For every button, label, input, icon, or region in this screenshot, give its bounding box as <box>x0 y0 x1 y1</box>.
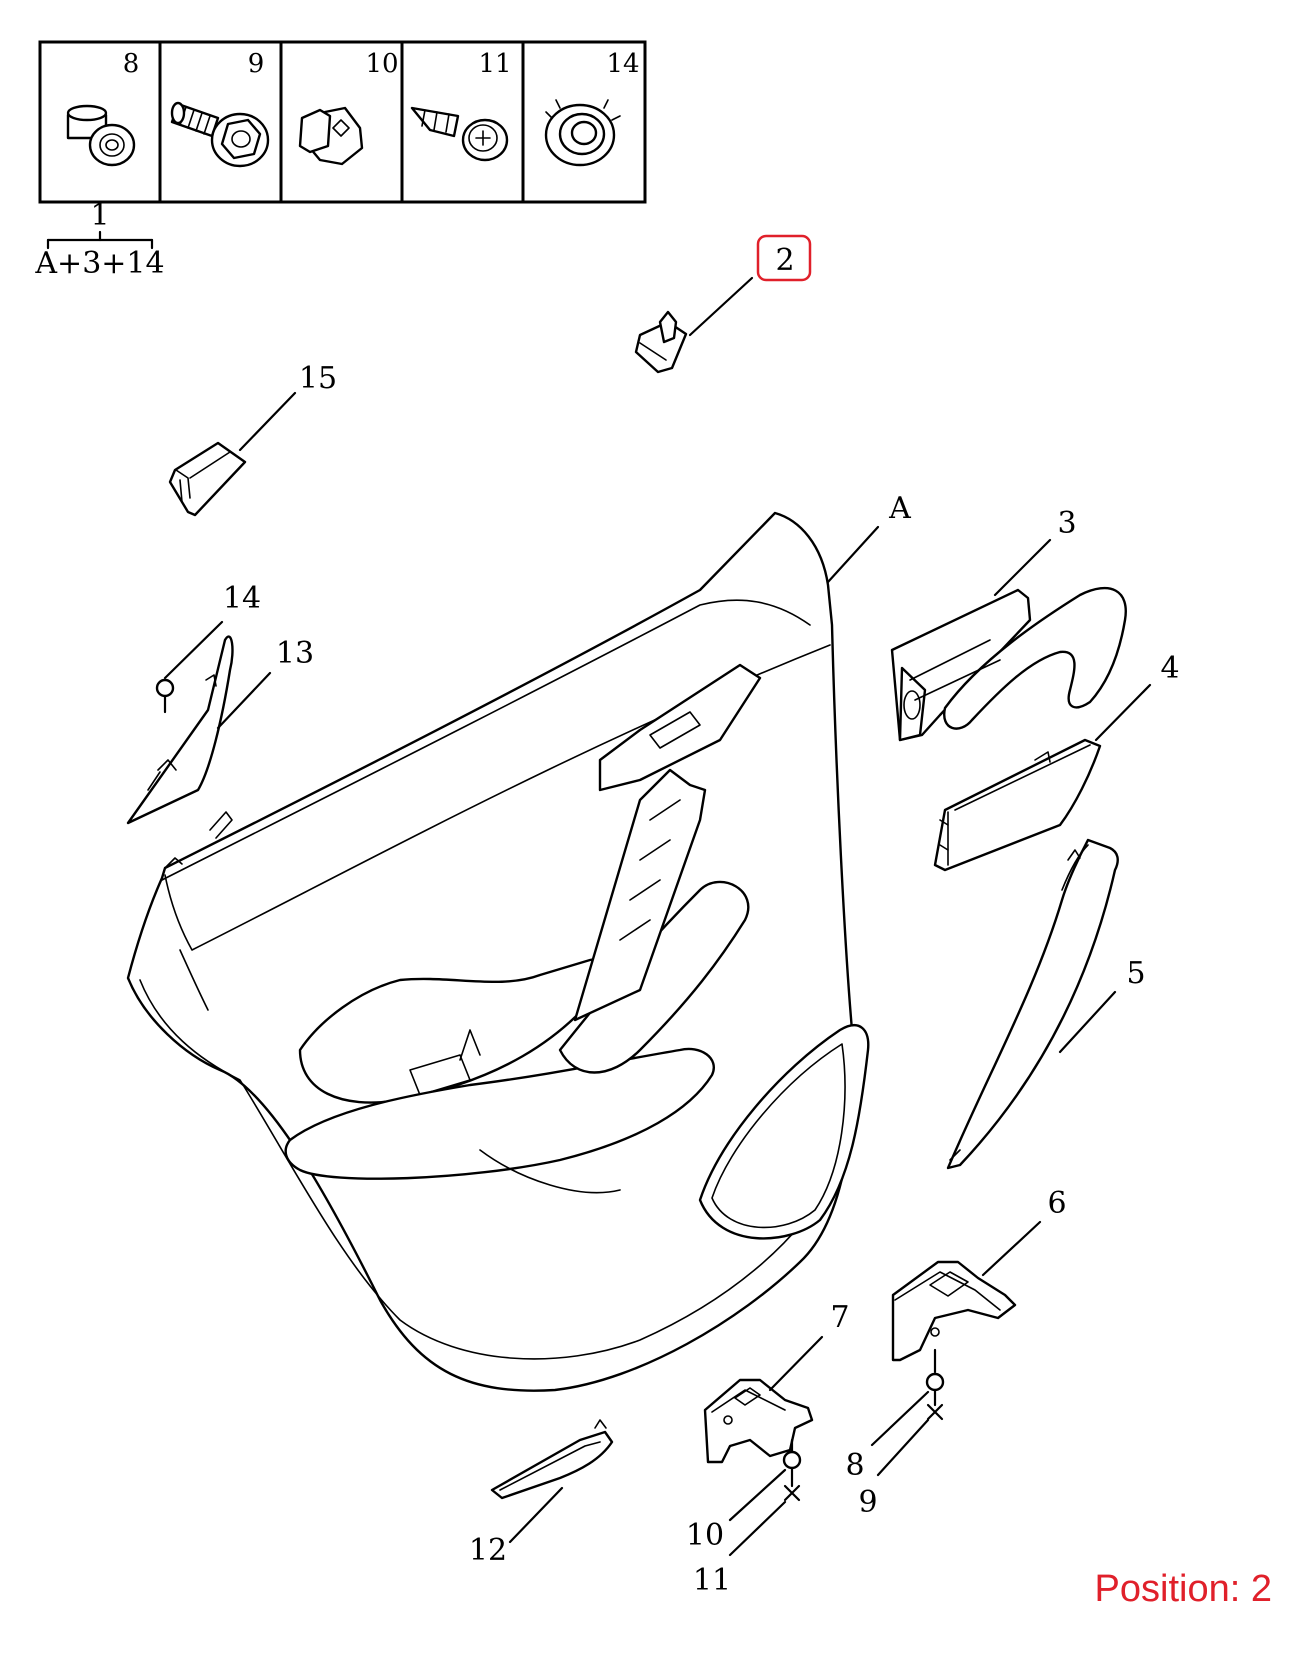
assembly-contents: A+3+14 <box>34 246 164 281</box>
tapping-screw-icon <box>410 106 509 162</box>
callout-14[interactable]: 14 <box>223 581 261 616</box>
door-trim-panel-a[interactable] <box>126 511 870 1392</box>
kit-number-9: 9 <box>248 49 265 79</box>
assembly-number: 1 <box>90 198 109 233</box>
callout-11[interactable]: 11 <box>693 1563 731 1598</box>
callout-10[interactable]: 10 <box>686 1518 724 1553</box>
part-13-trim-panel[interactable] <box>126 635 234 825</box>
callout-13[interactable]: 13 <box>276 636 314 671</box>
position-indicator: Position: 2 <box>1094 1568 1272 1610</box>
rivet-nut-icon <box>66 104 136 167</box>
part-6-nut[interactable] <box>925 1372 945 1392</box>
part-5-grab-strip[interactable] <box>946 838 1119 1170</box>
kit-number-8: 8 <box>123 49 140 79</box>
callout-6[interactable]: 6 <box>1047 1186 1066 1221</box>
callout-12[interactable]: 12 <box>469 1533 507 1568</box>
callout-A[interactable]: A <box>888 491 911 526</box>
kit-number-10: 10 <box>365 49 398 79</box>
part-6-bracket[interactable] <box>891 1260 1017 1362</box>
part-7-bracket[interactable] <box>703 1378 814 1464</box>
kit-number-11: 11 <box>478 49 511 79</box>
callout-7[interactable]: 7 <box>830 1300 849 1335</box>
callout-9[interactable]: 9 <box>858 1485 877 1520</box>
part-15-bracket[interactable] <box>168 441 247 517</box>
square-nut-icon <box>298 106 364 166</box>
part-3-inner-handle[interactable] <box>890 586 1127 742</box>
part-7-screw[interactable] <box>783 1484 801 1502</box>
clip-icon <box>544 99 621 167</box>
callout-5[interactable]: 5 <box>1126 956 1145 991</box>
callout-4[interactable]: 4 <box>1160 651 1179 686</box>
part-2-clip[interactable] <box>634 310 688 374</box>
part-7-nut[interactable] <box>782 1450 802 1470</box>
part-4-trim-strip[interactable] <box>933 738 1102 872</box>
callout-2[interactable]: 2 <box>775 243 794 278</box>
part-6-screw[interactable] <box>926 1403 944 1421</box>
kit-box: 8 9 10 11 14 <box>34 40 647 281</box>
callout-15[interactable]: 15 <box>299 361 337 396</box>
kit-number-14: 14 <box>606 49 639 79</box>
part-12-pocket-insert[interactable] <box>490 1419 614 1500</box>
flange-bolt-icon <box>170 101 270 168</box>
callout-3[interactable]: 3 <box>1057 506 1076 541</box>
part-14-clip[interactable] <box>155 678 175 714</box>
callout-2-highlight <box>756 234 812 282</box>
callout-8[interactable]: 8 <box>845 1448 864 1483</box>
